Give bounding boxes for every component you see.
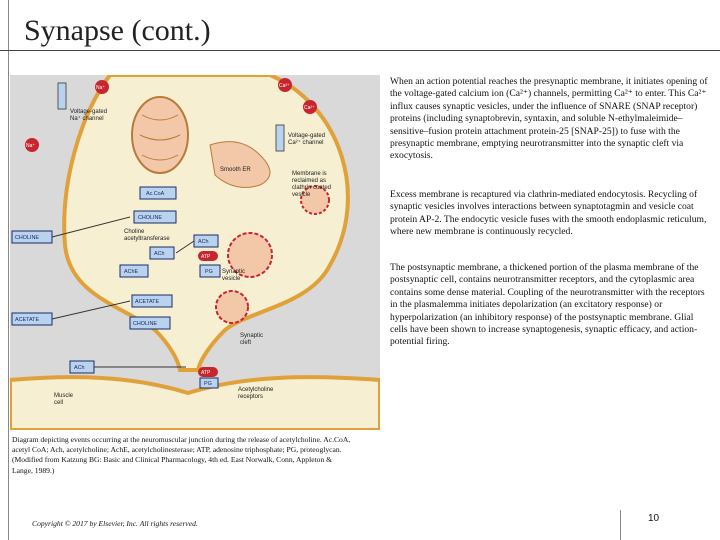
acoa-box [139,186,177,200]
title-divider [0,50,720,51]
label-membrane-4: vesicle [292,192,311,198]
label-membrane-3: clathrin coated [292,185,331,191]
ach-label-2: ACh [198,239,209,245]
atp-pill-2 [198,367,218,377]
label-voltage-na: Voltage-gated [70,109,107,115]
slide-title: Synapse (cont.) [24,14,211,47]
pg-label-2: PG [204,381,212,387]
paragraph-endocytosis: Excess membrane is recaptured via clathr… [390,189,707,238]
pg-box [199,264,221,278]
na-channel [57,82,67,110]
ca-ion [303,100,317,114]
copyright-notice: Copyright © 2017 by Elsevier, Inc. All r… [32,519,198,528]
na-ion-label: Na⁺ [26,143,35,149]
figure-caption: Diagram depicting events occurring at th… [12,435,351,475]
atp-label-2: ATP [201,370,211,376]
pg-box-2 [199,377,219,389]
ca-channel [275,124,285,152]
paragraph-postsynaptic: The postsynaptic membrane, a thickened p… [390,262,705,348]
na-ion-2 [95,80,109,94]
ache-label: AChE [124,269,138,275]
synaptic-vesicle-2 [215,290,249,324]
label-ca-channel: Voltage-gated [288,133,325,139]
label-synaptic-cleft-2: cleft [240,340,251,346]
pathway-arrows [51,216,195,368]
label-smooth-er: Smooth ER [220,167,251,173]
label-membrane-1: Membrane is [292,171,327,177]
acetate-box [131,294,173,308]
atp-pill [198,251,218,261]
mitochondrion [131,96,189,174]
na-ion-label-2: Na⁺ [96,85,105,91]
label-ach-receptors-2: receptors [238,394,263,400]
na-ion [25,138,39,152]
label-ach-receptors-1: Acetylcholine [238,387,274,393]
label-ca-channel-2: Ca²⁺ channel [288,139,324,146]
label-voltage-na-2: Na⁺ channel [70,115,104,122]
ca-ion-label: Ca²⁺ [304,105,315,111]
muscle-cell [8,375,382,432]
ach-label: ACh [154,251,165,257]
acetate-outer-label: ACETATE [15,317,39,323]
page-number: 10 [648,513,660,524]
choline-cleft-label: CHOLINE [133,321,157,327]
label-choline-at-1: Choline [124,229,145,235]
choline-box-cleft [129,316,171,330]
acetate-label: ACETATE [135,299,159,305]
clathrin-coated-vesicle [300,185,330,215]
atp-label: ATP [201,254,211,260]
smooth-er [209,141,271,188]
synapse-diagram-svg: Na⁺ Na⁺ Ca²⁺ Ca²⁺ Voltage-gated Na⁺ chan… [8,73,382,432]
ca-ion-label-2: Ca²⁺ [279,83,290,89]
label-membrane-2: reclaimed as [292,178,326,184]
pg-label: PG [205,269,213,275]
left-rule [8,0,9,540]
synapse-diagram: Na⁺ Na⁺ Ca²⁺ Ca²⁺ Voltage-gated Na⁺ chan… [8,73,382,432]
ach-cleft-label: ACh [74,365,85,371]
label-synaptic-cleft-1: Synaptic [240,333,263,339]
label-synaptic-vesicle-1: Synaptic [222,269,245,275]
paragraph-exocytosis: When an action potential reaches the pre… [390,76,708,162]
ach-box [149,246,175,260]
ca-ion-2 [278,78,292,92]
page-number-divider [620,510,621,540]
synaptic-vesicle [227,232,273,278]
label-choline-at-2: acetyltransferase [124,236,170,242]
acoa-label: Ac.CoA [146,191,165,197]
mitochondrion-cristae [139,114,181,161]
ache-box [119,264,149,278]
label-muscle-cell-1: Muscle [54,393,74,399]
choline-outer-label: CHOLINE [15,235,39,241]
choline-label: CHOLINE [138,215,162,221]
label-synaptic-vesicle-2: vesicle [222,276,241,282]
label-muscle-cell-2: cell [54,400,63,406]
choline-box [133,210,177,224]
